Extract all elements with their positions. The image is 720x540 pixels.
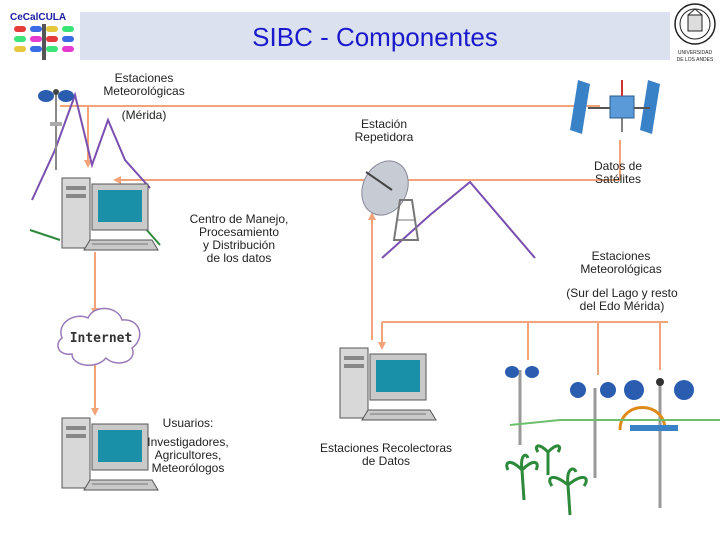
dish-antenna-icon xyxy=(353,153,418,240)
label-estaciones-merida: Estaciones Meteorológicas xyxy=(100,72,188,98)
computer-icon xyxy=(340,348,436,420)
arrowhead xyxy=(378,342,386,350)
label-merida: (Mérida) xyxy=(112,109,176,122)
label-sur-lago: (Sur del Lago y resto del Edo Mérida) xyxy=(556,287,688,313)
arrowhead xyxy=(113,176,121,184)
label-usuarios-list: Investigadores, Agricultores, Meteorólog… xyxy=(134,436,242,475)
satellite-icon xyxy=(570,80,660,134)
label-centro: Centro de Manejo, Procesamiento y Distri… xyxy=(178,213,300,265)
horizon-line xyxy=(510,420,720,425)
label-usuarios: Usuarios: xyxy=(150,417,226,430)
palm-tree-icon xyxy=(550,469,587,515)
label-recolectoras: Estaciones Recolectoras de Datos xyxy=(306,442,466,468)
arrowhead xyxy=(91,408,99,416)
weather-station-icon xyxy=(624,378,694,508)
weather-station-icon xyxy=(505,366,539,445)
label-satelites: Datos de Satélites xyxy=(580,160,656,186)
label-repetidora: Estación Repetidora xyxy=(340,118,428,144)
weather-station-icon xyxy=(38,89,74,170)
weather-station-icon xyxy=(570,382,616,478)
label-estaciones-sur: Estaciones Meteorológicas xyxy=(570,250,672,276)
label-internet: Internet xyxy=(66,332,136,345)
computer-icon xyxy=(62,178,158,250)
palm-tree-icon xyxy=(507,455,537,500)
palm-tree-icon xyxy=(536,446,559,475)
